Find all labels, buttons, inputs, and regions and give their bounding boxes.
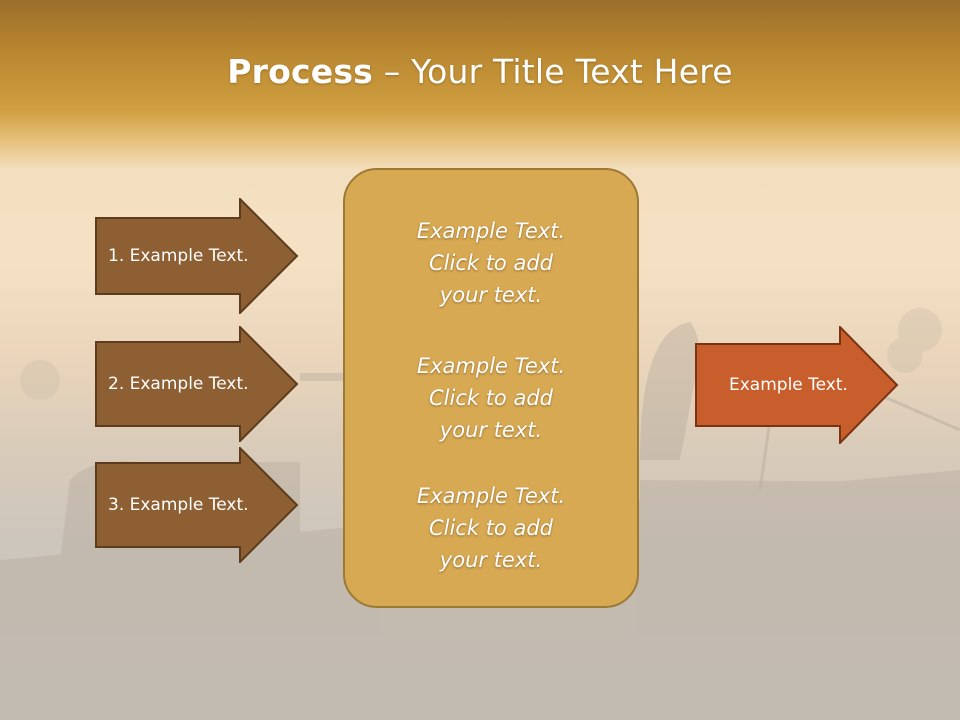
paragraph-line: Click to add — [428, 386, 553, 410]
paragraph-line: your text. — [439, 283, 543, 307]
right-arrow-label: Example Text. — [729, 375, 848, 395]
slide-title[interactable]: Process – Your Title Text Here — [0, 52, 960, 91]
center-paragraph-3: Example Text. Click to add your text. — [345, 480, 637, 576]
left-arrow-1[interactable]: 1. Example Text. — [95, 198, 299, 314]
paragraph-line: Click to add — [428, 516, 553, 540]
center-paragraph-2: Example Text. Click to add your text. — [345, 350, 637, 446]
title-rest: – Your Title Text Here — [373, 52, 733, 91]
center-text-box[interactable]: Example Text. Click to add your text. Ex… — [343, 168, 639, 608]
left-arrow-label: 2. Example Text. — [108, 374, 249, 394]
left-arrow-label: 1. Example Text. — [108, 246, 249, 266]
paragraph-line: your text. — [439, 418, 543, 442]
paragraph-line: Example Text. — [416, 484, 566, 508]
left-arrow-label: 3. Example Text. — [108, 495, 249, 515]
paragraph-line: Example Text. — [416, 219, 566, 243]
right-arrow[interactable]: Example Text. — [695, 326, 899, 444]
paragraph-line: Click to add — [428, 251, 553, 275]
arrow-shape — [695, 326, 899, 444]
center-paragraph-1: Example Text. Click to add your text. — [345, 215, 637, 311]
paragraph-line: your text. — [439, 548, 543, 572]
paragraph-line: Example Text. — [416, 354, 566, 378]
arrow-shape — [95, 326, 299, 442]
left-arrow-2[interactable]: 2. Example Text. — [95, 326, 299, 442]
arrow-shape — [95, 198, 299, 314]
left-arrow-3[interactable]: 3. Example Text. — [95, 447, 299, 563]
arrow-shape — [95, 447, 299, 563]
title-bold: Process — [227, 52, 374, 91]
